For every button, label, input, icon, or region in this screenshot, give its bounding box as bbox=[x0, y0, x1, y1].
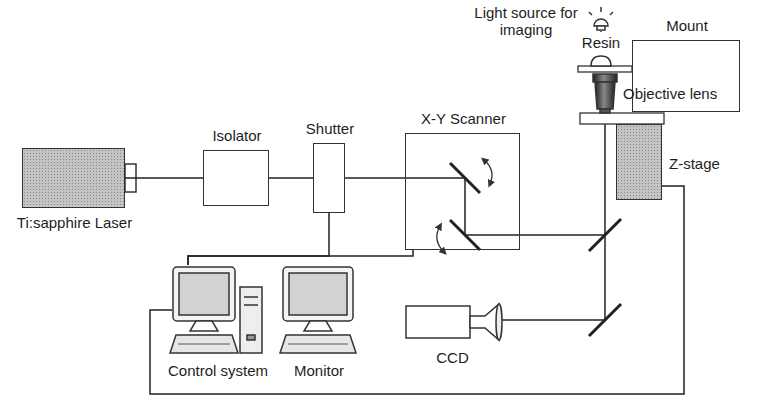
monitor-shape bbox=[282, 265, 356, 357]
mount-arm bbox=[578, 66, 632, 72]
resin-shape bbox=[590, 56, 612, 66]
node-label: Ti:sapphire Laser bbox=[17, 214, 132, 231]
resin-drop: Resin bbox=[590, 56, 612, 66]
node-label: Shutter bbox=[306, 120, 354, 137]
node-label: Z-stage bbox=[669, 155, 720, 172]
node-label: Mount bbox=[666, 17, 708, 34]
monitor-icon: Monitor bbox=[282, 265, 356, 357]
scanner-box: X-Y Scanner bbox=[405, 133, 520, 250]
node-label: Light source for imaging bbox=[467, 4, 585, 38]
node-label: CCD bbox=[436, 349, 469, 366]
node-label: Isolator bbox=[212, 127, 261, 144]
fixed-mirror bbox=[589, 219, 621, 336]
node-label: Monitor bbox=[294, 362, 344, 379]
shutter-box: Shutter bbox=[313, 143, 345, 213]
bulb-shape bbox=[589, 6, 613, 32]
beam-path bbox=[405, 124, 605, 320]
z-stage-box: Z-stage bbox=[616, 124, 662, 200]
objective-lens: Objective lens bbox=[593, 74, 617, 113]
objective-shape bbox=[593, 74, 617, 113]
connector-line bbox=[345, 177, 405, 179]
control-computer: Control system bbox=[172, 265, 264, 357]
isolator-box: Isolator bbox=[203, 150, 269, 206]
node-label: X-Y Scanner bbox=[421, 110, 506, 127]
connector-line bbox=[269, 177, 313, 179]
node-label: Objective lens bbox=[623, 85, 717, 102]
camera-shape bbox=[405, 300, 500, 344]
connector-line bbox=[188, 250, 413, 265]
connector-line bbox=[125, 177, 203, 179]
pc-shape bbox=[172, 265, 264, 357]
rotation-arrow bbox=[437, 160, 492, 252]
ccd-camera: CCD bbox=[405, 300, 500, 344]
node-label: Resin bbox=[582, 34, 620, 51]
node-label: Control system bbox=[168, 362, 268, 379]
scan-mirror bbox=[450, 163, 480, 250]
light-source: Light source for imaging bbox=[589, 6, 613, 32]
connector-line bbox=[188, 213, 329, 265]
connector-line bbox=[150, 186, 684, 394]
laser-box: Ti:sapphire Laser bbox=[22, 148, 125, 208]
stage-plate bbox=[580, 113, 664, 124]
